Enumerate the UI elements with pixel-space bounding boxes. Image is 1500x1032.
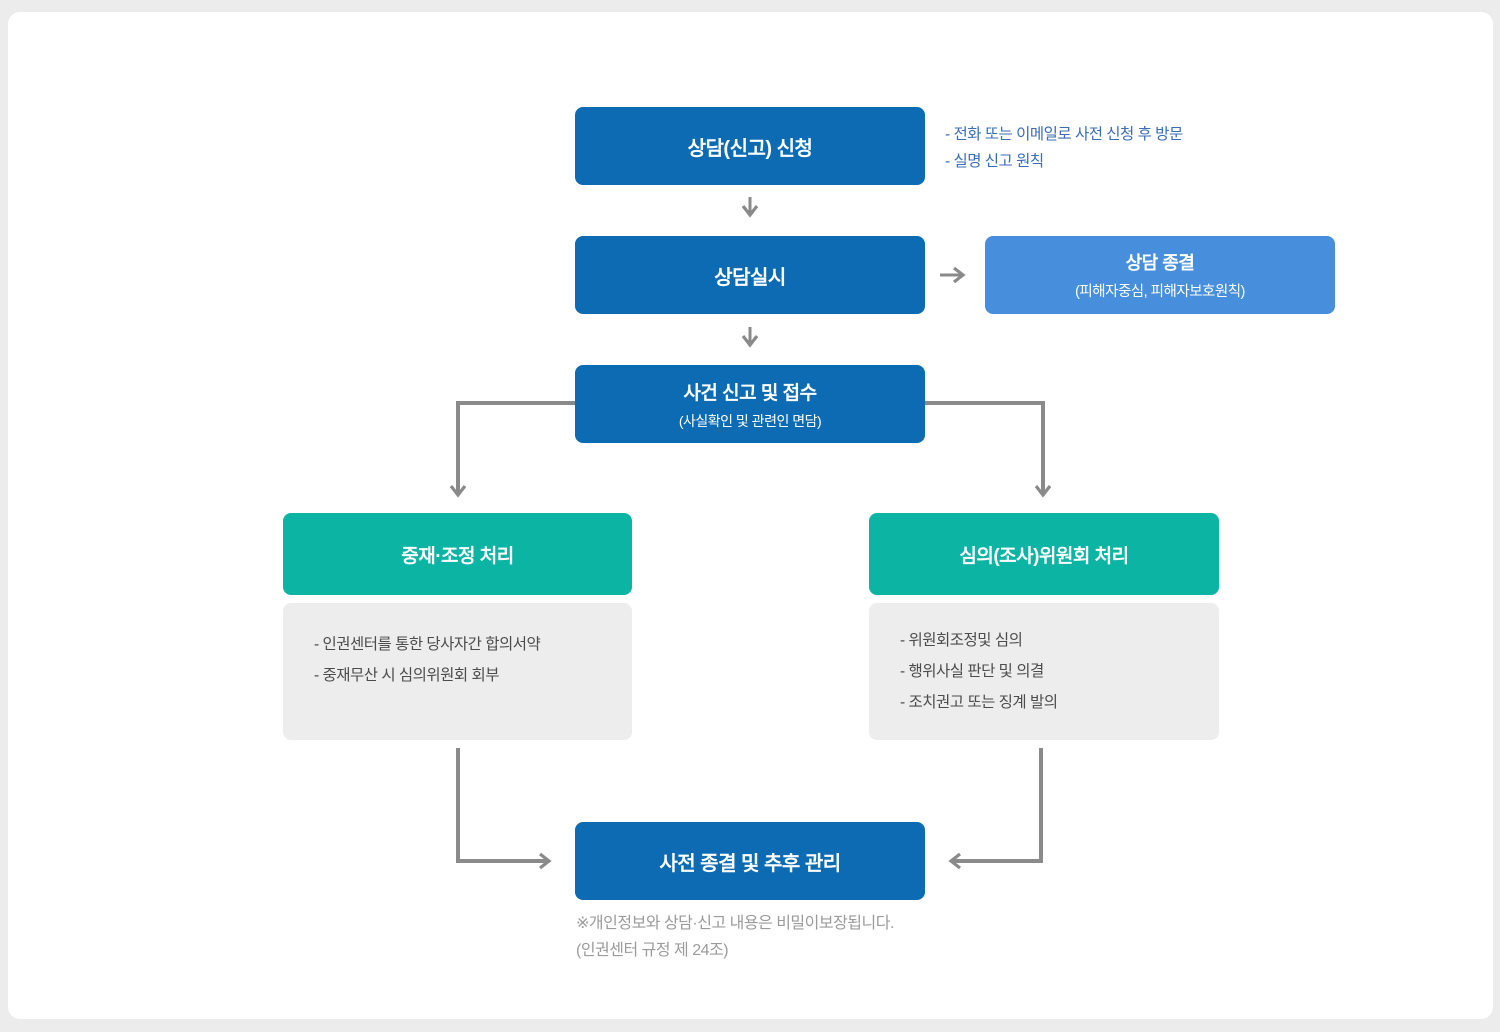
step-mediation-box: 중재·조정 처리 [283,513,632,595]
connector-committee-to-closing [948,748,1043,870]
connector-report-to-mediation [449,401,577,498]
apply-notes: - 전화 또는 이메일로 사전 신청 후 방문 - 실명 신고 원칙 [945,121,1183,175]
mediation-details-panel: - 인권센터를 통한 당사자간 합의서약 - 중재무산 시 심의위원회 회부 [283,603,632,740]
footnote-line: ※개인정보와 상담·신고 내용은 비밀이보장됩니다. [576,915,894,932]
apply-note-line: - 실명 신고 원칙 [945,153,1044,170]
apply-note-line: - 전화 또는 이메일로 사전 신청 후 방문 [945,126,1183,143]
step-closing-title: 사전 종결 및 추후 관리 [659,852,841,875]
connector-mediation-to-closing [456,748,552,870]
committee-detail-line: - 조치권고 또는 징계 발의 [900,694,1058,711]
footnote-line: (인권센터 규정 제 24조) [576,942,729,959]
step-counsel-box: 상담실시 [575,236,925,314]
step-report-title: 사건 신고 및 접수 [683,382,817,404]
committee-details-panel: - 위원회조정및 심의 - 행위사실 판단 및 의결 - 조치권고 또는 징계 … [869,603,1219,740]
step-apply-title: 상담(신고) 신청 [687,137,813,160]
step-report-subtitle: (사실확인 및 관련인 면담) [678,412,822,429]
committee-detail-line: - 위원회조정및 심의 [900,632,1023,649]
step-apply-box: 상담(신고) 신청 [575,107,925,185]
mediation-detail-line: - 인권센터를 통한 당사자간 합의서약 [314,636,541,653]
step-counsel-end-box: 상담 종결 (피해자중심, 피해자보호원칙) [985,236,1335,314]
step-report-box: 사건 신고 및 접수 (사실확인 및 관련인 면담) [575,365,925,443]
step-counsel-title: 상담실시 [714,266,786,289]
step-counsel-end-subtitle: (피해자중심, 피해자보호원칙) [1075,284,1245,300]
committee-detail-line: - 행위사실 판단 및 의결 [900,663,1044,680]
confidentiality-footnote: ※개인정보와 상담·신고 내용은 비밀이보장됩니다. (인권센터 규정 제 24… [576,910,894,964]
step-mediation-title: 중재·조정 처리 [401,545,514,567]
mediation-detail-line: - 중재무산 시 심의위원회 회부 [314,667,500,684]
connector-report-to-committee [923,401,1052,498]
step-committee-title: 심의(조사)위원회 처리 [959,545,1129,567]
step-committee-box: 심의(조사)위원회 처리 [869,513,1219,595]
step-counsel-end-title: 상담 종결 [1125,253,1195,273]
step-closing-box: 사전 종결 및 추후 관리 [575,822,925,900]
